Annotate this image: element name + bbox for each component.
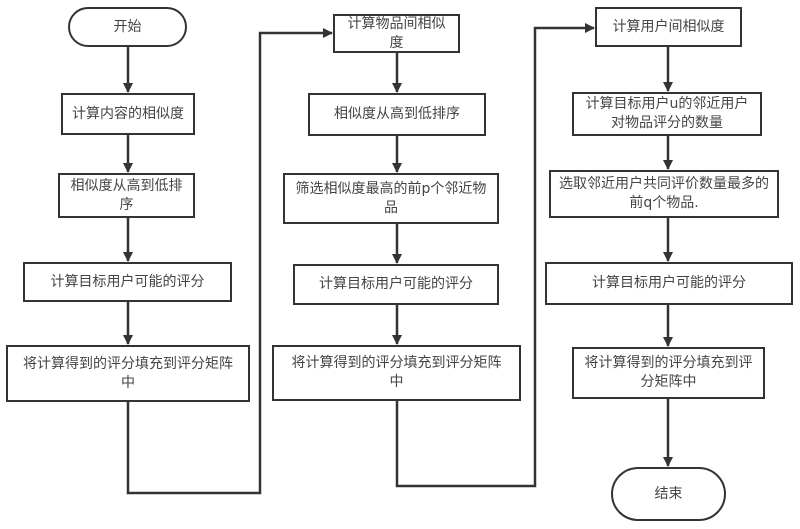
edge-c2-n5-to-c3-n1 [395, 23, 595, 488]
sort-similarity-node: 相似度从高到低排序 [58, 173, 195, 218]
node-label: 将计算得到的评分填充到评分矩阵中 [291, 355, 502, 390]
fill-rating-matrix-node: 将计算得到的评分填充到评分矩阵中 [572, 347, 765, 399]
sort-similarity-node: 相似度从高到低排序 [308, 93, 486, 136]
node-label: 计算内容的相似度 [72, 105, 184, 122]
compute-user-similarity-node: 计算用户间相似度 [595, 7, 742, 47]
node-label: 计算物品间相似度 [347, 15, 446, 51]
fill-rating-matrix-node: 将计算得到的评分填充到评分矩阵中 [6, 345, 250, 402]
node-label: 计算用户间相似度 [612, 18, 725, 35]
node-label: 将计算得到的评分填充到评分矩阵中 [23, 355, 233, 391]
fill-rating-matrix-node: 将计算得到的评分填充到评分矩阵中 [272, 345, 521, 401]
filter-top-p-items-node: 筛选相似度最高的前p个邻近物品 [283, 173, 499, 224]
compute-target-rating-node: 计算目标用户可能的评分 [23, 262, 232, 302]
node-label: 将计算得到的评分填充到评分矩阵中 [584, 355, 753, 390]
compute-content-similarity-node: 计算内容的相似度 [61, 93, 195, 135]
select-top-q-items-node: 选取邻近用户共同评价数量最多的前q个物品. [549, 170, 779, 218]
end-node: 结束 [611, 467, 726, 521]
compute-target-rating-node: 计算目标用户可能的评分 [545, 262, 793, 305]
edge-c1-n4-to-c2-n1 [126, 28, 333, 495]
count-neighbor-ratings-node: 计算目标用户u的邻近用户对物品评分的数量 [572, 92, 762, 136]
node-label: 计算目标用户可能的评分 [592, 275, 746, 291]
start-label: 开始 [113, 18, 142, 35]
node-label: 筛选相似度最高的前p个邻近物品 [295, 180, 487, 216]
node-label: 计算目标用户u的邻近用户对物品评分的数量 [585, 96, 749, 131]
node-label: 计算目标用户可能的评分 [319, 276, 473, 292]
node-label: 相似度从高到低排序 [70, 177, 183, 213]
end-label: 结束 [654, 485, 683, 502]
start-node: 开始 [68, 7, 187, 47]
compute-item-similarity-node: 计算物品间相似度 [333, 14, 460, 53]
node-label: 计算目标用户可能的评分 [50, 273, 205, 290]
node-label: 选取邻近用户共同评价数量最多的前q个物品. [559, 176, 769, 211]
node-label: 相似度从高到低排序 [334, 106, 460, 122]
compute-target-rating-node: 计算目标用户可能的评分 [293, 264, 499, 305]
